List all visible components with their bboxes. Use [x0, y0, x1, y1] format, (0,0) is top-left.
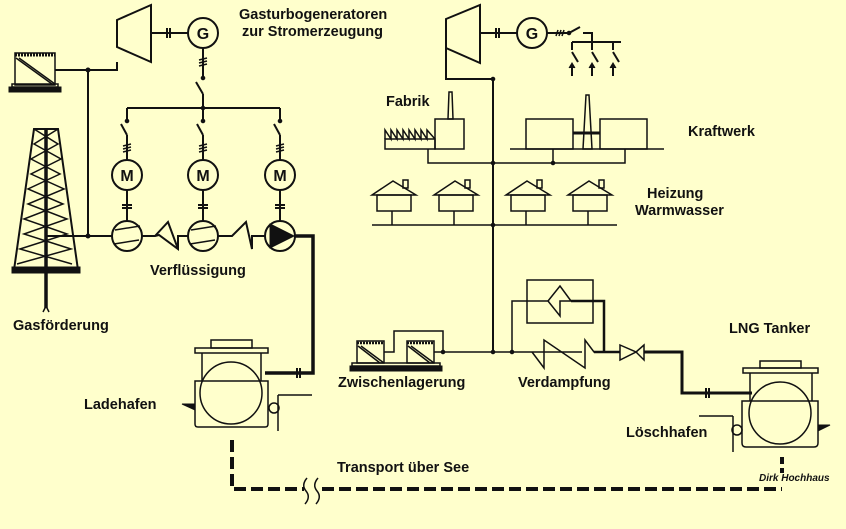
pump-icon [264, 220, 296, 252]
gas-distribution-main [445, 48, 494, 352]
intermediate-storage-label: Zwischenlagerung [338, 375, 466, 391]
svg-text:M: M [273, 168, 286, 185]
loading-ship-icon [181, 339, 312, 431]
unloading-port-label: Löschhafen [626, 425, 708, 441]
gas-turbine-2-icon [445, 3, 517, 65]
factory-label: Fabrik [386, 94, 430, 110]
consumer-outputs [568, 42, 620, 76]
gas-turbine-title-line1: Gasturbogeneratoren [239, 7, 388, 23]
storage-tank-1-icon [356, 340, 385, 364]
vaporizer-icon [511, 279, 606, 371]
heat-exchanger-1 [142, 233, 188, 251]
liquefaction-label: Verflüssigung [150, 263, 246, 279]
power-plant-label: Kraftwerk [688, 124, 755, 140]
heating-label-line2: Warmwasser [635, 203, 724, 219]
sea-transport-label: Transport über See [337, 460, 470, 476]
svg-text:M: M [196, 168, 209, 185]
lng-tanker-icon [699, 360, 831, 452]
main-switch [195, 81, 204, 95]
valve-icon [619, 343, 645, 362]
sea-route-left [230, 440, 304, 491]
generator-2-icon: G [516, 17, 548, 49]
loading-port-label: Ladehafen [84, 397, 157, 413]
gas-turbine-title-line2: zur Stromerzeugung [242, 24, 383, 40]
author-credit: Dirk Hochhaus [759, 473, 830, 484]
svg-text:G: G [197, 26, 209, 43]
lng-pipe-unloading [644, 350, 752, 395]
vaporization-label: Verdampfung [518, 375, 611, 391]
house-icon [369, 179, 419, 225]
motor-branch-3: M [264, 108, 296, 221]
heat-exchanger-2 [218, 220, 265, 250]
svg-text:G: G [526, 26, 538, 43]
gas-turbine-icon [116, 3, 188, 64]
house-icon [565, 179, 615, 225]
motor-branch-2: M [187, 108, 219, 221]
gas-storage-tank-icon [8, 52, 62, 93]
factory-icon [384, 91, 465, 150]
storage-tank-2-icon [406, 340, 435, 364]
lng-tanker-label: LNG Tanker [729, 321, 811, 337]
heating-label-line1: Heizung [647, 186, 704, 202]
motor-branch-1: M [111, 108, 143, 221]
power-plant-icon [510, 94, 664, 150]
feed-pipe [55, 62, 118, 71]
svg-text:M: M [120, 168, 133, 185]
industry-feed [427, 149, 626, 164]
compressor-2-icon [187, 220, 219, 252]
gas-derrick-icon [11, 128, 81, 313]
compressor-1-icon [111, 220, 143, 252]
generator-2-switch [568, 26, 581, 34]
house-icon [503, 179, 553, 225]
lng-pipe-loading [265, 234, 315, 375]
generator-1-icon: G [187, 17, 219, 49]
gas-production-label: Gasförderung [13, 318, 109, 334]
house-icon [431, 179, 481, 225]
